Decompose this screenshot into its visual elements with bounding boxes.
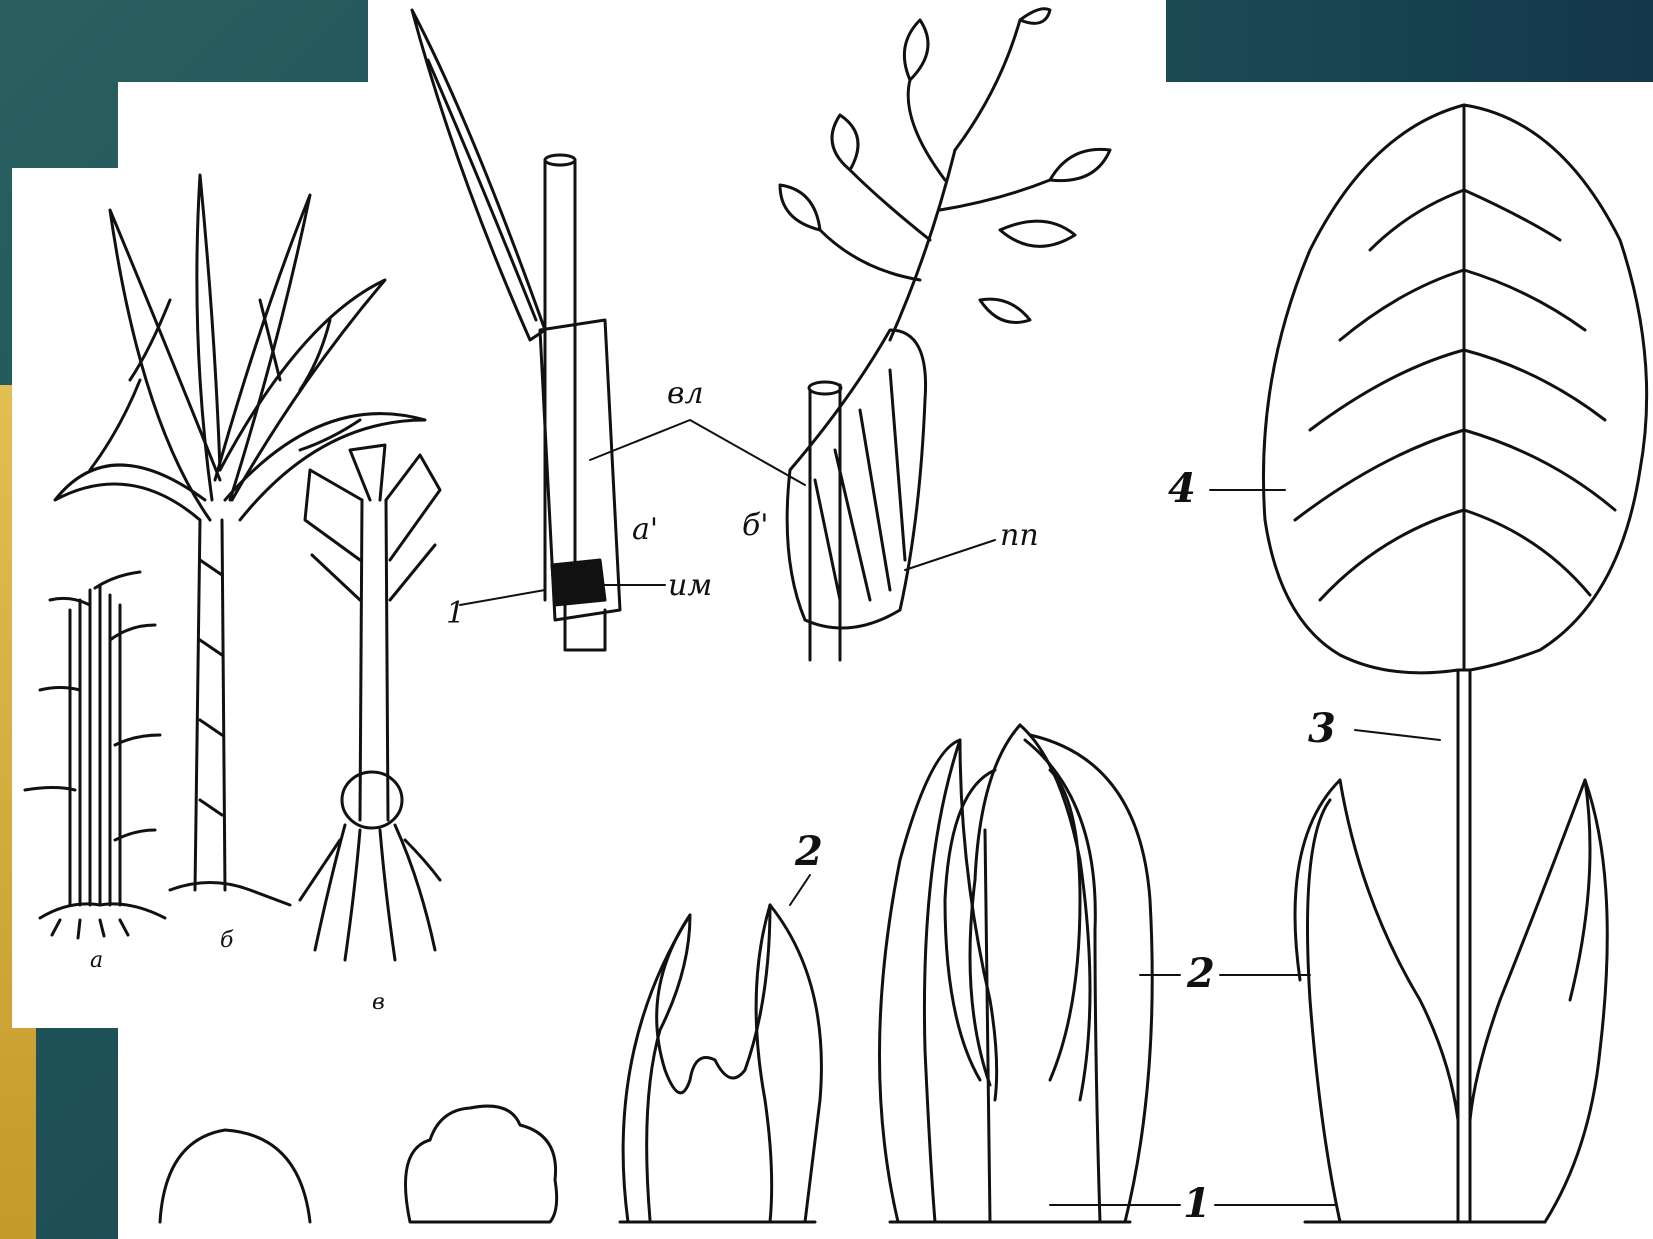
plant-v-illustration [300, 445, 440, 960]
label-leaf-1: 1 [1183, 1180, 1211, 1227]
label-leaf-3: 3 [1308, 705, 1336, 752]
sheath-b-illustration [780, 9, 1110, 660]
label-leaf-2-small: 2 [795, 828, 823, 875]
label-one-sheath: 1 [446, 596, 465, 631]
label-vl: вл [667, 376, 704, 411]
plant-a-illustration [25, 572, 165, 938]
label-leaf-4: 4 [1168, 465, 1196, 512]
stage-3-primordia [620, 905, 821, 1222]
leaf-leader-lines [790, 490, 1440, 1205]
label-pp: пп [1000, 518, 1039, 553]
stage-4-bud [879, 725, 1152, 1222]
sheath-a-illustration [412, 10, 620, 650]
label-plant-v: в [372, 990, 385, 1015]
stage-2-primordium [406, 1106, 557, 1222]
label-im: им [668, 568, 712, 603]
label-plant-a: а [90, 948, 103, 973]
label-leaf-2: 2 [1187, 950, 1215, 997]
label-b-prime: б' [742, 508, 769, 543]
stage-1-dome [160, 1130, 310, 1222]
stage-5-mature-leaf [1263, 105, 1646, 1222]
label-a-prime: а' [632, 512, 658, 547]
label-plant-b: б [220, 928, 233, 953]
